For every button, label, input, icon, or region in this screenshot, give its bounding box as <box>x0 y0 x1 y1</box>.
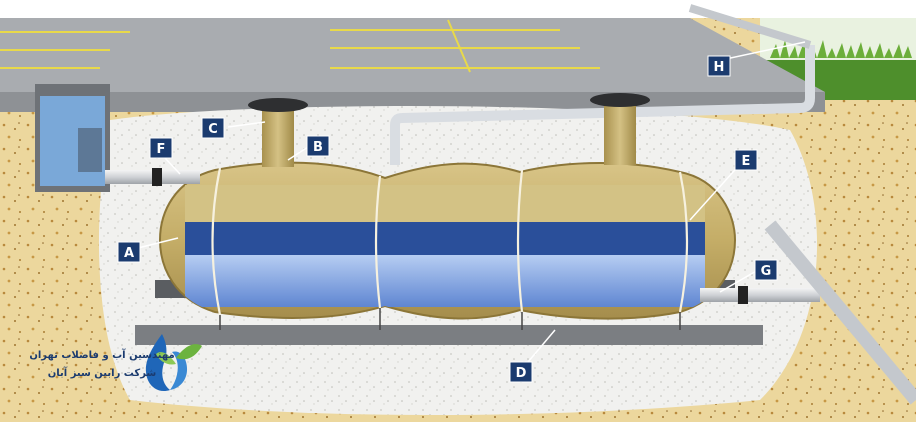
callout-d: D <box>509 361 533 383</box>
callout-h: H <box>707 55 731 77</box>
riser-lid-left <box>248 98 308 112</box>
parking-lot <box>0 18 825 112</box>
svg-text:D: D <box>516 366 527 381</box>
outlet-coupling <box>738 286 748 304</box>
callout-g: G <box>754 259 778 281</box>
vent-pipe-top <box>688 4 812 49</box>
access-riser-left <box>262 105 294 167</box>
callout-b: B <box>306 135 330 157</box>
company-logo: مهندسین آب و فاضلاب تهران شرکت رابین سبز… <box>29 334 202 392</box>
concrete-base <box>135 325 763 345</box>
inspection-box-grate <box>78 128 102 172</box>
anchor-straps <box>219 308 681 330</box>
callout-c: C <box>201 117 225 139</box>
vent-pipe <box>390 45 815 165</box>
inlet-coupling <box>152 168 162 186</box>
callout-a: A <box>117 241 141 263</box>
water-drop-icon <box>145 334 170 392</box>
callout-leaders <box>137 41 806 363</box>
outlet-pipe <box>700 288 820 302</box>
svg-text:G: G <box>761 264 772 279</box>
svg-text:E: E <box>742 154 751 169</box>
svg-text:H: H <box>714 60 725 75</box>
tank-ribs <box>211 167 689 316</box>
drainage-pipe <box>764 220 916 405</box>
svg-text:B: B <box>313 140 323 155</box>
top-border <box>0 0 916 18</box>
sludge-layer <box>185 255 705 307</box>
clear-zone <box>185 222 705 256</box>
callout-e: E <box>734 149 758 171</box>
svg-text:C: C <box>208 122 218 137</box>
svg-text:F: F <box>157 142 166 157</box>
logo-line-1: مهندسین آب و فاضلاب تهران <box>29 348 174 361</box>
svg-text:A: A <box>124 246 134 261</box>
tank-interior <box>185 185 705 307</box>
logo-line-2: شرکت رابین سبز آبان <box>48 366 157 379</box>
parking-lines <box>0 19 600 73</box>
callout-f: F <box>149 137 173 159</box>
scum-layer <box>185 185 705 223</box>
riser-lid-right <box>590 93 650 107</box>
leaf-icon <box>176 344 202 360</box>
access-riser-right <box>604 100 636 165</box>
